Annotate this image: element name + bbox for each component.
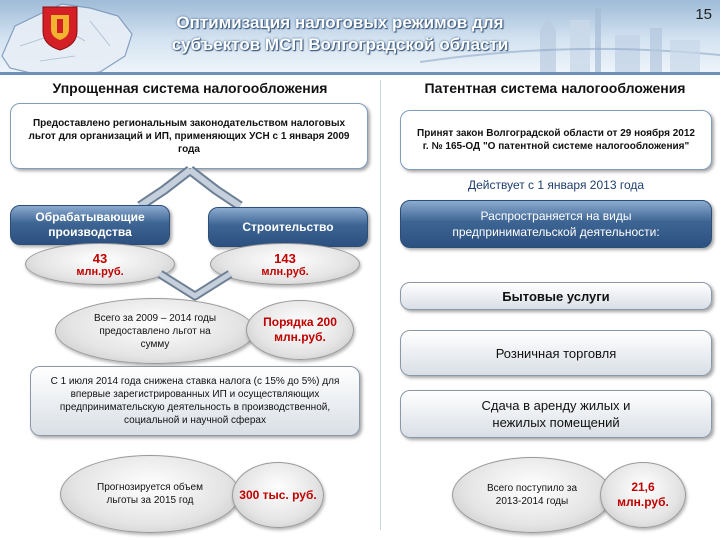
sector-manufacturing-value: 43 <box>92 250 108 266</box>
activity-rent-box: Сдача в аренду жилых и нежилых помещений <box>400 390 712 438</box>
usn-law-text: Предоставлено региональным законодательс… <box>28 117 350 155</box>
header-divider <box>0 72 720 75</box>
usn-total-value: Порядка 200 млн.руб. <box>263 315 337 344</box>
page-number: 15 <box>695 6 712 23</box>
sector-manufacturing-label: Обрабатывающие производства <box>35 210 145 239</box>
psn-column-title: Патентная система налогообложения <box>424 80 686 96</box>
usn-forecast-text: Прогнозируется объем льготы за 2015 год <box>97 482 203 506</box>
usn-total-text: Всего за 2009 – 2014 годы предоставлено … <box>93 312 217 350</box>
usn-rate-text: С 1 июля 2014 года снижена ставка налога… <box>50 376 340 426</box>
activity-rent-label: Сдача в аренду жилых и нежилых помещений <box>481 398 631 430</box>
psn-effective-date: Действует с 1 января 2013 года <box>467 178 645 192</box>
psn-law-box: Принят закон Волгоградской области от 29… <box>400 110 712 170</box>
split-arrow-icon <box>137 166 243 211</box>
usn-rate-box: С 1 июля 2014 года снижена ставка налога… <box>30 366 360 436</box>
psn-received-text: Всего поступило за 2013-2014 годы <box>486 483 578 507</box>
sector-construction-value-ellipse: 143 млн.руб. <box>210 243 360 285</box>
page-title-line2: субъектов МСП Волгоградской области <box>171 35 509 54</box>
usn-forecast-ellipse: Прогнозируется объем льготы за 2015 год <box>60 455 240 533</box>
psn-scope-box: Распространяется на виды предприниматель… <box>400 200 712 248</box>
sector-construction-unit: млн.руб. <box>261 265 309 278</box>
usn-column-title: Упрощенная система налогообложения <box>52 80 328 96</box>
merge-arrow-icon <box>157 270 233 301</box>
sector-manufacturing-box: Обрабатывающие производства <box>10 205 170 245</box>
activity-retail-box: Розничная торговля <box>400 330 712 376</box>
page-title-line1: Оптимизация налоговых режимов для <box>176 13 504 32</box>
sector-construction-box: Строительство <box>208 207 368 247</box>
header-banner: Оптимизация налоговых режимов для субъек… <box>0 0 720 72</box>
city-skyline-icon <box>420 8 720 72</box>
activity-household-label: Бытовые услуги <box>502 288 610 304</box>
usn-total-ellipse: Всего за 2009 – 2014 годы предоставлено … <box>55 298 255 364</box>
usn-forecast-value: 300 тыс. руб. <box>239 487 317 502</box>
sector-construction-label: Строительство <box>242 219 334 234</box>
usn-total-value-ellipse: Порядка 200 млн.руб. <box>246 300 354 360</box>
psn-scope-text: Распространяется на виды предприниматель… <box>452 209 660 239</box>
page-title: Оптимизация налоговых режимов для субъек… <box>120 12 560 56</box>
coat-of-arms-icon <box>42 6 78 51</box>
usn-law-box: Предоставлено региональным законодательс… <box>10 103 368 169</box>
psn-received-ellipse: Всего поступило за 2013-2014 годы <box>452 457 612 533</box>
activity-household-box: Бытовые услуги <box>400 282 712 310</box>
usn-forecast-value-ellipse: 300 тыс. руб. <box>232 462 324 528</box>
psn-law-text: Принят закон Волгоградской области от 29… <box>417 128 695 152</box>
psn-received-value: 21,6 млн.руб. <box>617 480 669 509</box>
sector-manufacturing-value-ellipse: 43 млн.руб. <box>25 243 175 285</box>
psn-received-value-ellipse: 21,6 млн.руб. <box>600 462 686 528</box>
sector-manufacturing-unit: млн.руб. <box>76 265 124 278</box>
column-divider <box>380 80 381 530</box>
activity-retail-label: Розничная торговля <box>495 345 617 361</box>
sector-construction-value: 143 <box>274 250 296 266</box>
